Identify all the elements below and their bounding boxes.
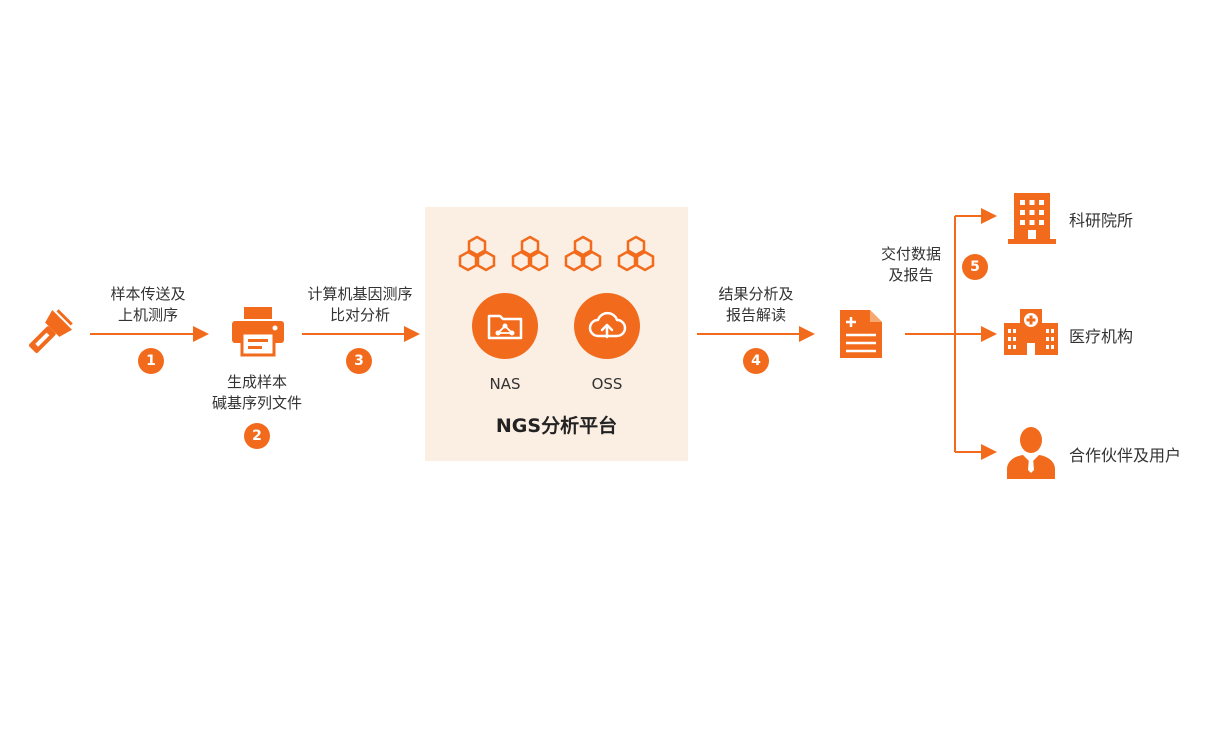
step-3-label: 计算机基因测序比对分析 [307,285,413,324]
office-building-icon [1008,193,1056,244]
step-4-label: 结果分析及报告解读 [718,285,794,324]
oss-label: OSS [591,375,623,393]
nas-label: NAS [489,375,521,393]
hospital-icon [1004,309,1058,355]
hexagon-cluster-icon [511,235,549,272]
document-icon [840,310,882,358]
flashlight-sample-icon [29,309,73,353]
step-4-badge: 4 [743,348,769,374]
step-5-label: 交付数据及报告 [880,245,941,284]
hexagon-cluster-icon [458,235,496,272]
destination-research-label: 科研院所 [1069,211,1134,230]
step-5-badge: 5 [962,254,988,280]
nas-storage-circle [472,293,538,359]
destination-hospital-label: 医疗机构 [1069,327,1134,346]
destination-partners-label: 合作伙伴及用户 [1069,446,1182,465]
step-2-label: 生成样本碱基序列文件 [211,373,302,412]
oss-storage-circle [574,293,640,359]
platform-title: NGS分析平台 [495,415,618,437]
ngs-platform-box: NAS OSS NGS分析平台 [425,207,688,461]
step-1-label: 样本传送及上机测序 [110,285,186,324]
hexagon-cluster-icon [564,235,602,272]
step-1-badge: 1 [138,348,164,374]
step-3-badge: 3 [346,348,372,374]
step-2-badge: 2 [244,423,270,449]
user-icon [1007,427,1055,479]
printer-icon [232,307,284,357]
folder-network-icon [487,314,523,340]
cloud-upload-icon [588,311,627,339]
hexagon-cluster-icon [617,235,655,272]
